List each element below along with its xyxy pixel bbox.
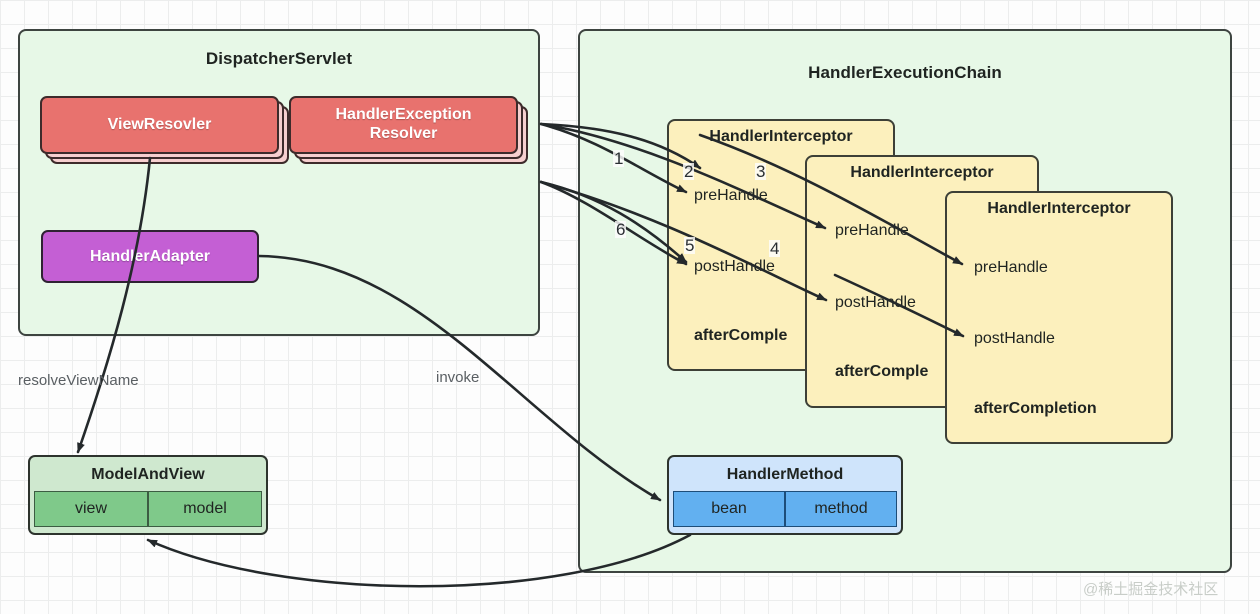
box-model-and-view-cell-view: view: [34, 491, 148, 527]
watermark: @稀土掘金技术社区: [1083, 581, 1219, 598]
panel-dispatcher-servlet: DispatcherServlet: [18, 29, 540, 336]
box-model-and-view[interactable]: ModelAndView view model: [28, 455, 268, 535]
card-view-resolver-front: ViewResovler: [40, 96, 279, 154]
interceptor-2-title: HandlerInterceptor: [850, 164, 994, 181]
edge-label-resolve-view-name: resolveViewName: [18, 372, 139, 389]
card-handler-adapter[interactable]: HandlerAdapter: [41, 230, 259, 283]
interceptor-1-aftercompletion: afterComple: [694, 327, 788, 344]
card-view-resolver[interactable]: ViewResovler: [40, 96, 289, 164]
card-handler-exception-resolver-line1: HandlerException: [335, 106, 472, 124]
interceptor-2-aftercompletion: afterComple: [835, 363, 929, 380]
box-handler-method[interactable]: HandlerMethod bean method: [667, 455, 903, 535]
card-handler-exception-resolver-front: HandlerException Resolver: [289, 96, 518, 154]
box-handler-method-title: HandlerMethod: [726, 466, 844, 483]
panel-dispatcher-servlet-title: DispatcherServlet: [205, 49, 353, 68]
interceptor-3-posthandle: postHandle: [974, 330, 1055, 347]
interceptor-2-prehandle: preHandle: [835, 222, 909, 239]
box-model-and-view-cells: view model: [34, 491, 262, 527]
box-handler-method-cell-method: method: [785, 491, 897, 527]
sequence-number-6: 6: [615, 220, 627, 239]
sequence-number-1: 1: [613, 149, 625, 168]
interceptor-3-aftercompletion: afterCompletion: [974, 400, 1097, 417]
sequence-number-5: 5: [684, 236, 696, 255]
box-handler-method-cells: bean method: [673, 491, 897, 527]
sequence-number-3: 3: [755, 162, 767, 181]
interceptor-2-posthandle: postHandle: [835, 294, 916, 311]
interceptor-1-prehandle: preHandle: [694, 187, 768, 204]
box-handler-method-cell-bean: bean: [673, 491, 785, 527]
interceptor-3[interactable]: HandlerInterceptor: [945, 191, 1173, 444]
card-handler-exception-resolver-line2: Resolver: [369, 125, 438, 142]
interceptor-3-prehandle: preHandle: [974, 259, 1048, 276]
edge-label-invoke: invoke: [436, 369, 480, 386]
sequence-number-4: 4: [769, 239, 781, 258]
sequence-number-2: 2: [683, 162, 695, 181]
box-model-and-view-cell-model: model: [148, 491, 262, 527]
panel-handler-execution-chain-title: HandlerExecutionChain: [808, 63, 1002, 82]
interceptor-3-title: HandlerInterceptor: [987, 200, 1131, 217]
interceptor-1-posthandle: postHandle: [694, 258, 775, 275]
interceptor-1-title: HandlerInterceptor: [709, 128, 853, 145]
box-model-and-view-title: ModelAndView: [91, 466, 205, 483]
card-handler-exception-resolver[interactable]: HandlerException Resolver: [289, 96, 528, 164]
